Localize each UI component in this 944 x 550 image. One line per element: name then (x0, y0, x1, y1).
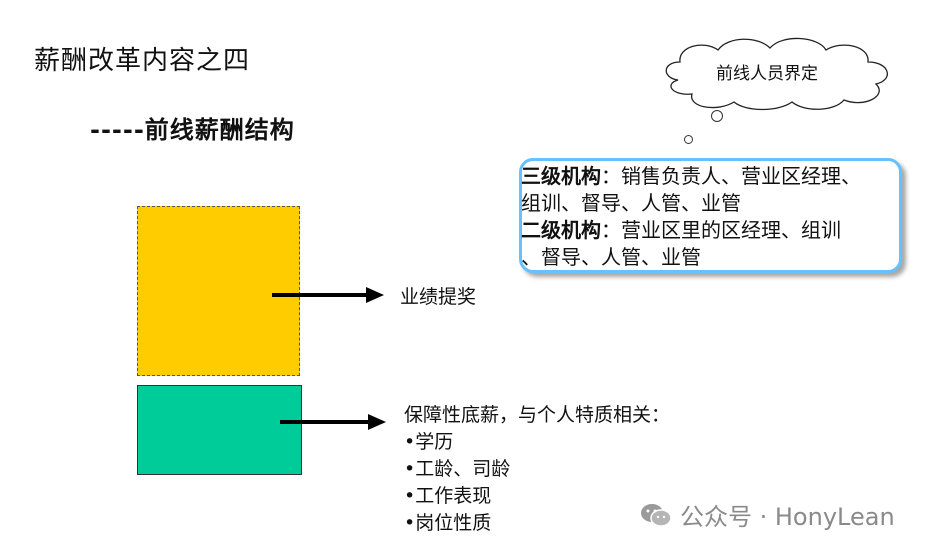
performance-bonus-block (137, 206, 300, 376)
thought-cloud (665, 37, 888, 111)
callout-line-4: 、督导、人管、业管 (521, 245, 701, 269)
factor-item: •工作表现 (404, 485, 492, 507)
wechat-icon (641, 503, 672, 527)
bonus-label: 业绩提奖 (400, 286, 477, 308)
factor-item: •岗位性质 (404, 512, 492, 534)
callout-text: 三级机构：销售负责人、营业区经理、 组训、督导、人管、业管 二级机构：营业区里的… (521, 163, 901, 271)
thought-bubble-large (711, 110, 723, 122)
thought-bubble-medium (684, 135, 693, 144)
level2-roles: ：营业区里的区经理、组训 (601, 218, 841, 242)
callout-line-3: 二级机构：营业区里的区经理、组训 (521, 217, 901, 244)
level3-label: 三级机构 (521, 164, 601, 188)
level3-roles: ：销售负责人、营业区经理、 (601, 164, 861, 188)
callout-line-2: 组训、督导、人管、业管 (521, 191, 741, 215)
page-title: 薪酬改革内容之四 (34, 46, 251, 76)
page-subtitle: -----前线薪酬结构 (90, 116, 295, 144)
callout-line-1: 三级机构：销售负责人、营业区经理、 (521, 163, 901, 190)
cloud-label: 前线人员界定 (716, 64, 818, 84)
base-salary-block (137, 385, 302, 475)
base-salary-text: 保障性底薪，与个人特质相关： •学历 •工龄、司龄 •工作表现 •岗位性质 (404, 402, 670, 537)
level2-label: 二级机构 (521, 218, 601, 242)
definition-callout (519, 158, 902, 273)
factor-item: •工龄、司龄 (404, 458, 511, 480)
base-salary-heading: 保障性底薪，与个人特质相关： (404, 404, 671, 426)
factor-item: •学历 (404, 431, 454, 453)
watermark-text: 公众号 · HonyLean (680, 503, 895, 531)
watermark: 公众号 · HonyLean (640, 497, 895, 532)
